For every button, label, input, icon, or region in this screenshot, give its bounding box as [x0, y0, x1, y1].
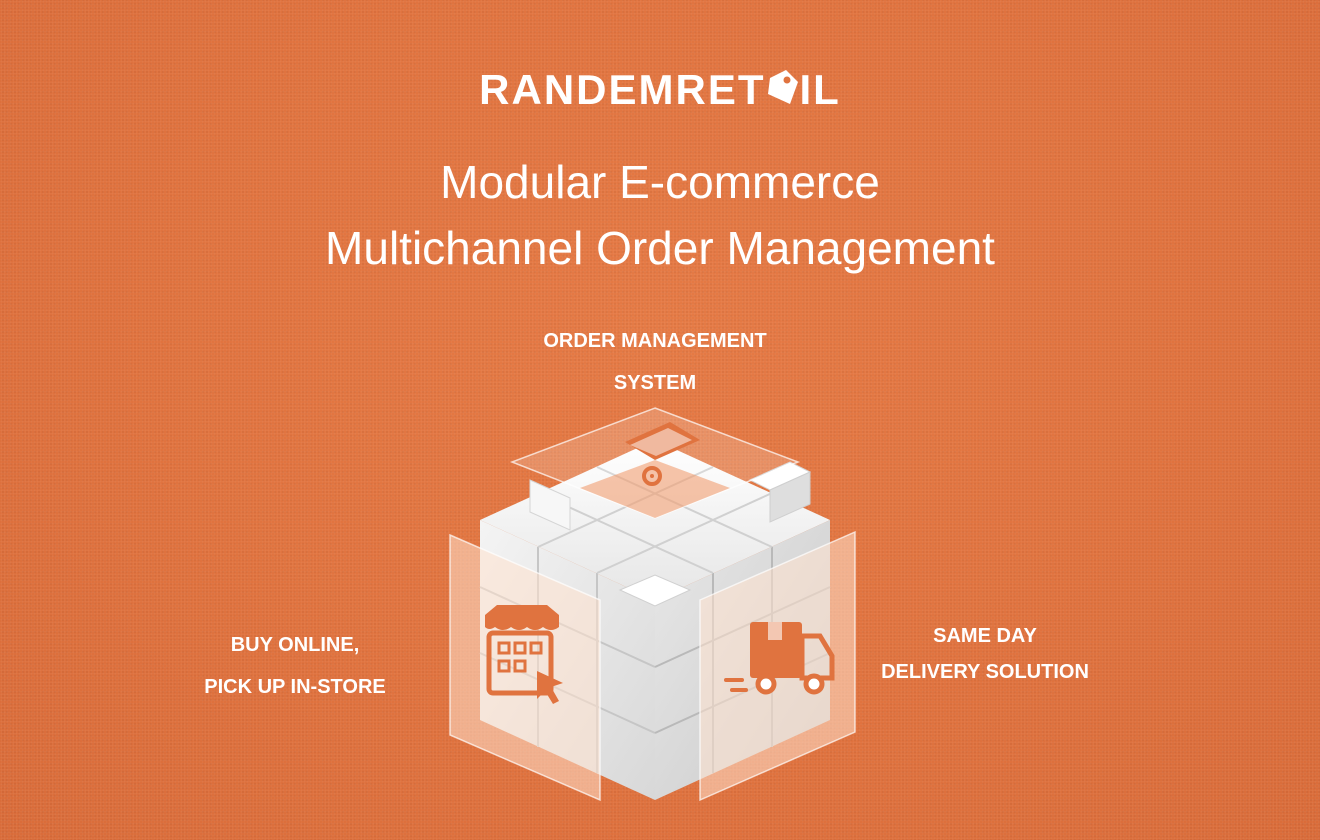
module-label-same-day-delivery: SAME DAY DELIVERY SOLUTION — [860, 618, 1110, 690]
laptop-gear-icon — [625, 422, 700, 486]
module-label-line: BUY ONLINE, — [230, 634, 360, 656]
module-label-line: ORDER MANAGEMENT — [543, 330, 767, 352]
price-tag-icon — [766, 68, 800, 108]
logo-text-right: IL — [799, 66, 841, 113]
headline-line-2: Multichannel Order Management — [325, 222, 995, 274]
module-label-line: SYSTEM — [613, 372, 697, 394]
module-label-line: SAME DAY — [933, 625, 1037, 647]
brand-logo: RANDEMRET IL — [0, 66, 1320, 114]
modular-cube-illustration — [449, 407, 856, 802]
module-label-bopis: BUY ONLINE, PICK UP IN-STORE — [170, 624, 420, 708]
right-module-panel — [699, 530, 856, 802]
left-module-panel — [449, 533, 601, 802]
top-module-panel — [509, 407, 801, 519]
logo-text-left: RANDEMRET — [479, 66, 766, 113]
storefront-cursor-icon — [485, 605, 563, 704]
module-label-line: DELIVERY SOLUTION — [881, 661, 1089, 683]
module-label-line: PICK UP IN-STORE — [204, 676, 386, 698]
headline-line-1: Modular E-commerce — [440, 156, 880, 208]
delivery-truck-icon — [724, 622, 835, 695]
module-label-order-management: ORDER MANAGEMENT SYSTEM — [500, 320, 810, 404]
